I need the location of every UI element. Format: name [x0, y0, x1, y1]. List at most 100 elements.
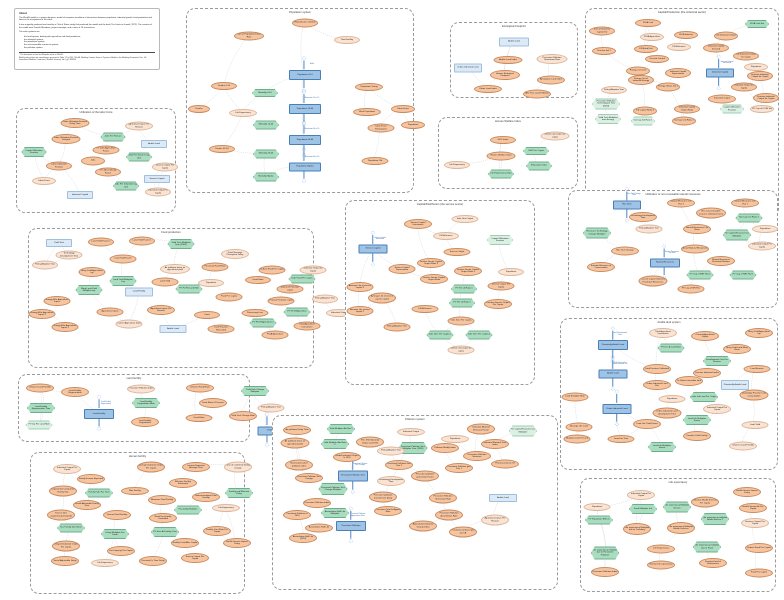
auxiliary-node[interactable]: FIOA Service [667, 43, 691, 51]
auxiliary-node[interactable]: Food Per Capita [215, 292, 243, 302]
table-function-node[interactable]: Life expectancy multiplier due to Food [693, 541, 721, 553]
auxiliary-node[interactable]: FIOA Industry [674, 31, 698, 39]
auxiliary-node[interactable]: Subsist Food Per Capita [745, 543, 773, 553]
auxiliary-node[interactable]: Service Output Per Capita [487, 281, 515, 291]
auxiliary-node[interactable]: Persistent pollution generation Factor [411, 470, 439, 482]
stock-node[interactable]: Service Capital [358, 244, 388, 254]
stock-node[interactable]: Industrial Capital [706, 68, 734, 78]
auxiliary-node[interactable]: Food Ratio [185, 414, 213, 422]
auxiliary-node[interactable]: Population Young [355, 83, 383, 91]
auxiliary-node[interactable]: Abs Pers Land Pollution [523, 89, 551, 99]
auxiliary-node[interactable]: Service Capital Investment [404, 219, 432, 229]
auxiliary-node[interactable]: Land Life Time [607, 435, 635, 443]
table-function-node[interactable]: PV Cap of NRT Rat 2 [686, 270, 714, 280]
auxiliary-node[interactable]: Land Yield [151, 277, 179, 287]
auxiliary-node[interactable]: Land Yield Factor [109, 254, 137, 264]
auxiliary-node[interactable]: Cost Ind Control [645, 55, 669, 63]
stock-node[interactable]: Land Fertility [125, 287, 153, 297]
auxiliary-node[interactable]: Persistent Pollution Emission [463, 451, 491, 461]
auxiliary-node[interactable]: Social Adjustable Family Size [73, 500, 101, 510]
auxiliary-node[interactable]: Ind Industrial Output for Capita [733, 51, 759, 61]
auxiliary-node[interactable]: Policy Adoption Year [635, 224, 663, 234]
table-function-node[interactable]: Nat Cap Out Ratio 2 [735, 213, 763, 223]
table-function-node[interactable]: Capital Utilization Fraction [21, 147, 47, 157]
auxiliary-node[interactable]: Arable Land Index [493, 56, 523, 64]
auxiliary-node[interactable]: Subsist Food Per Capita [258, 265, 286, 275]
table-function-node[interactable]: Jobs Per Hectare [100, 132, 126, 142]
auxiliary-node[interactable]: Air pollution factor on agricultural yie… [280, 437, 310, 449]
auxiliary-node[interactable]: Industrial Capital Depreciation [665, 68, 691, 78]
auxiliary-node[interactable]: Fat Capacity Per Capita [107, 546, 135, 556]
table-function-node[interactable]: PV FD B Agriculture 2 [249, 318, 277, 328]
auxiliary-node[interactable]: Land Erodable Rate [561, 392, 589, 402]
auxiliary-node[interactable]: Maximum Total Fertility [148, 495, 176, 505]
stock-node[interactable]: Arable Land [141, 140, 167, 148]
auxiliary-node[interactable]: Marg Yield Land Marg Ratio [723, 344, 751, 354]
auxiliary-node[interactable]: Average Life of service cap for capital [368, 292, 396, 304]
auxiliary-node[interactable]: Fraction Industrial Index [693, 368, 721, 378]
auxiliary-node[interactable]: Average Industrial Output Per Capita [137, 461, 165, 473]
stock-node[interactable]: Population 15-44 [289, 104, 321, 114]
auxiliary-node[interactable]: Actual Natural Resources [681, 244, 709, 254]
auxiliary-node[interactable]: Balanced Food per capita [276, 284, 304, 294]
auxiliary-node[interactable]: Total Fertility [334, 36, 360, 44]
auxiliary-node[interactable]: Deaths [188, 105, 210, 113]
auxiliary-node[interactable]: Labor Force Participation [367, 123, 395, 133]
auxiliary-node[interactable]: Perceived Food Ratio [201, 262, 229, 272]
auxiliary-node[interactable]: Fertility Cont Alloc Capita [171, 538, 199, 548]
auxiliary-node[interactable]: FIOA Service [433, 232, 459, 240]
auxiliary-node[interactable]: Service Capital Depreciation [388, 264, 416, 274]
auxiliary-node[interactable]: Land Yield Factor 1 [129, 236, 155, 246]
auxiliary-node[interactable]: Food Ratio Of Factors [199, 398, 227, 408]
table-function-node[interactable]: PV Fd Pd Land Mult [175, 284, 203, 294]
stock-node[interactable]: Urban Industrial Land [454, 63, 482, 73]
auxiliary-node[interactable]: Total Agriculture Investment [649, 328, 677, 338]
auxiliary-node[interactable]: Fractional surface input per hA [449, 526, 477, 538]
auxiliary-node[interactable]: Population [658, 395, 686, 403]
table-function-node[interactable]: Mortality 45-64 [253, 149, 279, 159]
auxiliary-node[interactable]: Industrial Output for Capita [731, 82, 757, 92]
table-function-node[interactable]: Delay Multiplier For Labor [101, 529, 129, 539]
table-function-node[interactable]: Capital Utilization Fraction [487, 235, 513, 245]
table-function-node[interactable]: Yield Multiplier Air Ratio 2 [321, 439, 349, 449]
auxiliary-node[interactable]: Marg Yield Agriculture Inp [78, 267, 106, 277]
auxiliary-node[interactable]: Work Population [353, 108, 381, 116]
auxiliary-node[interactable]: Industrial Output Per Capita [627, 490, 655, 500]
auxiliary-node[interactable]: Res Tech Change [611, 246, 639, 256]
auxiliary-node[interactable]: Deaths 0-14 [211, 82, 237, 90]
auxiliary-node[interactable]: Policy Adoption Year [377, 446, 405, 456]
table-function-node[interactable]: Yield Tech Change Multiplier [241, 386, 269, 396]
auxiliary-node[interactable]: Food Ratio [245, 276, 271, 284]
auxiliary-node[interactable]: Current Agriculture Input [115, 319, 143, 329]
stock-node[interactable]: Population 45-64 [289, 135, 321, 145]
auxiliary-node[interactable]: Persistent Pollution Index [303, 498, 331, 508]
stock-node[interactable]: Res Tech [613, 200, 641, 210]
auxiliary-node[interactable]: Service Output Per Capita [181, 553, 209, 563]
auxiliary-node[interactable]: FIOA Service [411, 305, 439, 313]
table-function-node[interactable]: Resource Technology Change Multiplier [583, 227, 611, 239]
auxiliary-node[interactable]: Population [583, 503, 611, 511]
auxiliary-node[interactable]: Industrial Output Per Capita [145, 187, 171, 197]
auxiliary-node[interactable]: Current Agricultural Output [691, 331, 719, 341]
stock-node[interactable]: Arable Land [499, 37, 529, 47]
auxiliary-node[interactable]: Sum of Industrial Capital Ind [589, 26, 615, 36]
auxiliary-node[interactable]: Marginal Land Of Land [563, 434, 591, 444]
auxiliary-node[interactable]: Fraction Ind 1 [592, 47, 616, 55]
auxiliary-node[interactable]: Land Fertility Degradation [131, 417, 159, 427]
auxiliary-node[interactable]: Persistent Pollution Generation Rate [536, 54, 568, 64]
table-function-node[interactable]: Persistent Pollution Technological Year … [592, 98, 620, 110]
auxiliary-node[interactable]: Inherent Land Fertility [729, 441, 757, 451]
auxiliary-node[interactable]: Industrial Material Emission Factor [467, 423, 495, 435]
table-function-node[interactable]: Mortality 0-14 [252, 89, 278, 97]
table-function-node[interactable]: Mortality 15-44 [253, 120, 279, 130]
auxiliary-node[interactable]: Yield Tech Change Rate [229, 411, 257, 421]
table-function-node[interactable]: Food Multiplier Ind [629, 504, 657, 514]
auxiliary-node[interactable]: Income Expected Average Time [182, 462, 210, 472]
auxiliary-node[interactable]: FIOA Ind Unit [634, 45, 658, 53]
auxiliary-node[interactable]: Air pollution factor on agricultural yie… [160, 264, 190, 274]
auxiliary-node[interactable]: Assimilation Half Life (1970) [289, 533, 317, 543]
table-function-node[interactable]: Life expectancy multiplier Health Servic… [701, 513, 729, 525]
auxiliary-node[interactable]: Agriculture Inputs [96, 307, 124, 317]
auxiliary-node[interactable]: Service Sector Capital Output Ratio 2 [417, 258, 445, 268]
stock-node[interactable]: Land Fertility [84, 409, 114, 419]
